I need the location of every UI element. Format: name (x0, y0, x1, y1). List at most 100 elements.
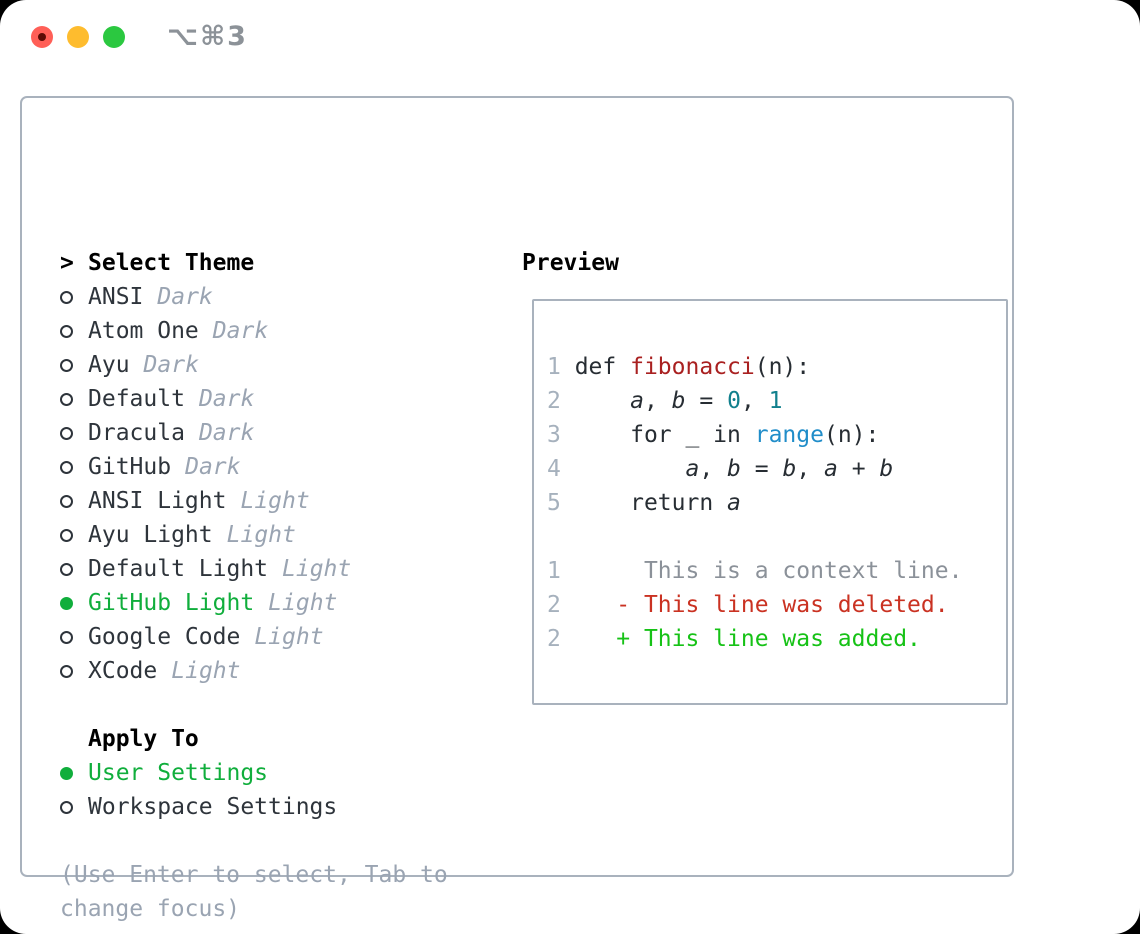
code-token: + (837, 456, 880, 482)
code-line: 2 a, b = 0, 1 (547, 384, 962, 418)
code-token: range (754, 422, 824, 448)
variant-label: Dark (157, 284, 213, 310)
code-token: , (643, 388, 672, 414)
option-label: ANSI Light (88, 488, 227, 514)
cursor-prefix-icon: > (60, 250, 74, 276)
hint-line: change focus) (60, 896, 241, 922)
code-token: b (727, 456, 741, 482)
apply-to-option[interactable]: Workspace Settings (60, 790, 510, 824)
radio-icon (60, 460, 88, 474)
code-token: a (824, 456, 838, 482)
radio-icon (60, 528, 88, 542)
variant-label: Light (268, 590, 338, 616)
radio-icon (60, 358, 88, 372)
variant-label: Dark (185, 454, 241, 480)
unsaved-dot-icon (38, 33, 46, 41)
code-token: This is a context line. (560, 558, 963, 584)
code-token: for _ in (560, 422, 755, 448)
minimize-button[interactable] (67, 26, 89, 48)
code-token: (n): (823, 422, 880, 448)
code-line: 3 for _ in range(n): (547, 418, 962, 452)
theme-option[interactable]: Dracula Dark (60, 416, 510, 450)
code-token: + This line was added. (616, 626, 921, 652)
radio-icon (60, 426, 88, 440)
variant-label: Light (282, 556, 352, 582)
variant-label: Light (254, 624, 324, 650)
maximize-button[interactable] (103, 26, 125, 48)
radio-icon (60, 800, 88, 814)
code-token: b (879, 456, 894, 482)
variant-label: Light (171, 658, 241, 684)
variant-label: Dark (212, 318, 269, 344)
theme-option[interactable]: Ayu Light Light (60, 518, 510, 552)
code-token: , (796, 456, 825, 482)
line-number: 5 (547, 490, 561, 516)
apply-to-header: Apply To (60, 722, 510, 756)
line-number: 2 (547, 626, 561, 652)
code-line: 4 a, b = b, a + b (547, 452, 962, 486)
option-label: Google Code (88, 624, 241, 650)
radio-icon (60, 392, 88, 406)
keyboard-hint: (Use Enter to select, Tab to change focus… (60, 858, 510, 926)
option-label: Ayu (88, 352, 130, 378)
radio-icon (60, 630, 88, 644)
code-token: (n): (754, 354, 811, 380)
radio-selected-icon (60, 766, 88, 780)
code-token: fibonacci (630, 354, 755, 380)
radio-icon (60, 664, 88, 678)
option-label: Ayu Light (88, 522, 213, 548)
code-token (561, 388, 630, 414)
apply-to-option[interactable]: User Settings (60, 756, 510, 790)
code-token: - This line was deleted. (616, 592, 949, 618)
code-token: = (740, 456, 783, 482)
line-number: 2 (547, 388, 561, 414)
code-token: a (727, 490, 741, 516)
code-token: def (560, 354, 631, 380)
option-label: User Settings (88, 760, 269, 786)
code-token: , (740, 388, 769, 414)
line-number: 3 (547, 422, 561, 448)
close-button[interactable] (31, 26, 53, 48)
theme-option[interactable]: GitHub Dark (60, 450, 510, 484)
code-line: 2 - This line was deleted. (547, 588, 962, 622)
theme-option[interactable]: ANSI Dark (60, 280, 510, 314)
hint-line: (Use Enter to select, Tab to (60, 862, 448, 888)
radio-icon (60, 324, 88, 338)
option-label: Dracula (88, 420, 185, 446)
variant-label: Dark (198, 420, 255, 446)
theme-option[interactable]: GitHub Light Light (60, 586, 510, 620)
line-number: 2 (547, 592, 561, 618)
code-line: 1 This is a context line. (547, 554, 962, 588)
radio-selected-icon (60, 596, 88, 610)
theme-option[interactable]: Google Code Light (60, 620, 510, 654)
titlebar: ⌥⌘3 (0, 0, 1140, 75)
radio-icon (60, 290, 88, 304)
code-token: a (685, 456, 700, 482)
code-line: 1 def fibonacci(n): (547, 350, 962, 384)
line-number: 1 (547, 354, 561, 380)
option-label: GitHub (88, 454, 172, 480)
code-token: a (630, 388, 644, 414)
apply-to-title: Apply To (88, 726, 199, 752)
variant-label: Dark (198, 386, 255, 412)
line-number: 4 (547, 456, 561, 482)
code-token: b (671, 388, 686, 414)
variant-label: Light (226, 522, 296, 548)
code-token: 1 (768, 388, 783, 414)
radio-icon (60, 562, 88, 576)
option-label: GitHub Light (88, 590, 255, 616)
option-label: ANSI (88, 284, 144, 310)
window-title: ⌥⌘3 (167, 21, 248, 52)
